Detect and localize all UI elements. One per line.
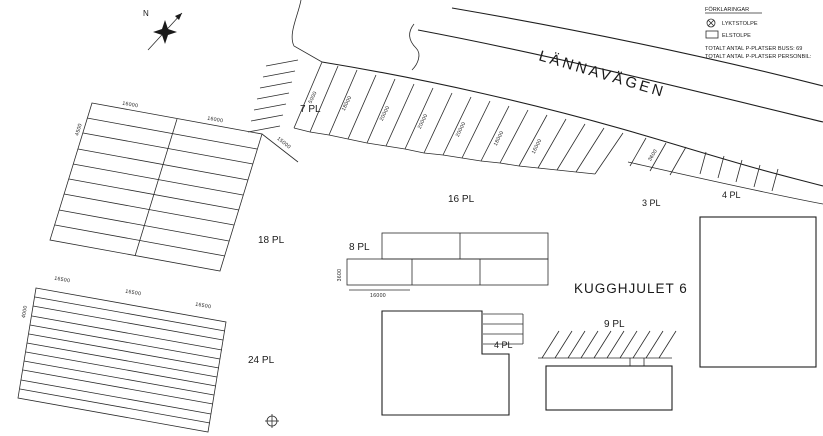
label-18pl: 18 PL bbox=[258, 235, 285, 246]
legend-total-buss: TOTALT ANTAL P-PLATSER BUSS: 69 bbox=[705, 46, 802, 52]
building-east bbox=[699, 216, 817, 368]
north-label: N bbox=[143, 9, 149, 18]
dim-grid18-ext: 15000 bbox=[276, 136, 292, 151]
legend-item-lamp: LYKTSTOLPE bbox=[722, 21, 758, 27]
dim-grid18-w1: 16000 bbox=[122, 101, 139, 110]
stalls-3pl: 3600 3 PL bbox=[629, 137, 687, 208]
label-3pl: 3 PL bbox=[642, 198, 661, 208]
site-boundary bbox=[291, 0, 823, 205]
bay-16pl: 5000 18000 20000 20000 20000 18000 16000… bbox=[293, 61, 624, 205]
north-arrow: N bbox=[143, 9, 183, 51]
electric-post-icon bbox=[705, 30, 719, 39]
dim-grid24-depth: 4000 bbox=[21, 305, 29, 319]
dim-bay-s1: 18000 bbox=[341, 95, 353, 112]
legend-heading: FÖRKLARINGAR bbox=[705, 6, 749, 13]
dim-bay-s5: 18000 bbox=[493, 130, 505, 147]
dim-bay-s7: 3600 bbox=[647, 148, 659, 162]
property-label: KUGGHJULET 6 bbox=[574, 281, 688, 296]
datum-marker-icon bbox=[265, 414, 279, 428]
dim-grid24-w3: 16500 bbox=[195, 302, 212, 311]
label-4pl-road: 4 PL bbox=[722, 190, 741, 200]
dim-bay-aisle: 5000 bbox=[308, 91, 319, 105]
block-8pl: 8 PL 16000 3600 bbox=[337, 232, 549, 299]
dim-grid18-w2: 16000 bbox=[207, 116, 224, 125]
label-8pl: 8 PL bbox=[349, 242, 370, 253]
legend: FÖRKLARINGAR LYKTSTOLPE ELSTOLPE TOTALT … bbox=[705, 6, 812, 60]
dim-grid24-w2: 16500 bbox=[125, 289, 142, 298]
legend-total-personbil: TOTALT ANTAL P-PLATSER PERSONBIL: bbox=[705, 54, 812, 60]
dim-pl8-depth: 3600 bbox=[337, 269, 343, 282]
label-7pl: 7 PL bbox=[300, 104, 321, 115]
label-4pl-building: 4 PL bbox=[494, 340, 513, 350]
dim-pl8-width: 16000 bbox=[370, 293, 386, 299]
label-9pl: 9 PL bbox=[604, 319, 625, 330]
stalls-7pl bbox=[247, 59, 299, 133]
building-4pl: 4 PL bbox=[381, 310, 524, 416]
label-24pl: 24 PL bbox=[248, 355, 275, 366]
grid-18pl: 16000 16000 15000 4500 18 PL bbox=[49, 101, 299, 272]
dim-bay-s4: 20000 bbox=[455, 121, 467, 138]
lamp-post-icon bbox=[706, 18, 716, 28]
area-9pl: 9 PL bbox=[538, 319, 677, 411]
legend-item-el: ELSTOLPE bbox=[722, 33, 751, 39]
dim-grid18-depth: 4500 bbox=[74, 123, 83, 137]
grid-24pl: 16500 16500 16500 4000 24 PL bbox=[17, 276, 275, 433]
dim-bay-s2: 20000 bbox=[379, 105, 391, 122]
road-name: LÄNNAVÄGEN bbox=[537, 48, 668, 102]
dim-bay-s3: 20000 bbox=[417, 113, 429, 130]
label-16pl: 16 PL bbox=[448, 194, 475, 205]
dim-grid24-w1: 16500 bbox=[54, 276, 71, 285]
stalls-4pl-road: 4 PL bbox=[699, 151, 779, 200]
road: LÄNNAVÄGEN bbox=[417, 7, 823, 123]
